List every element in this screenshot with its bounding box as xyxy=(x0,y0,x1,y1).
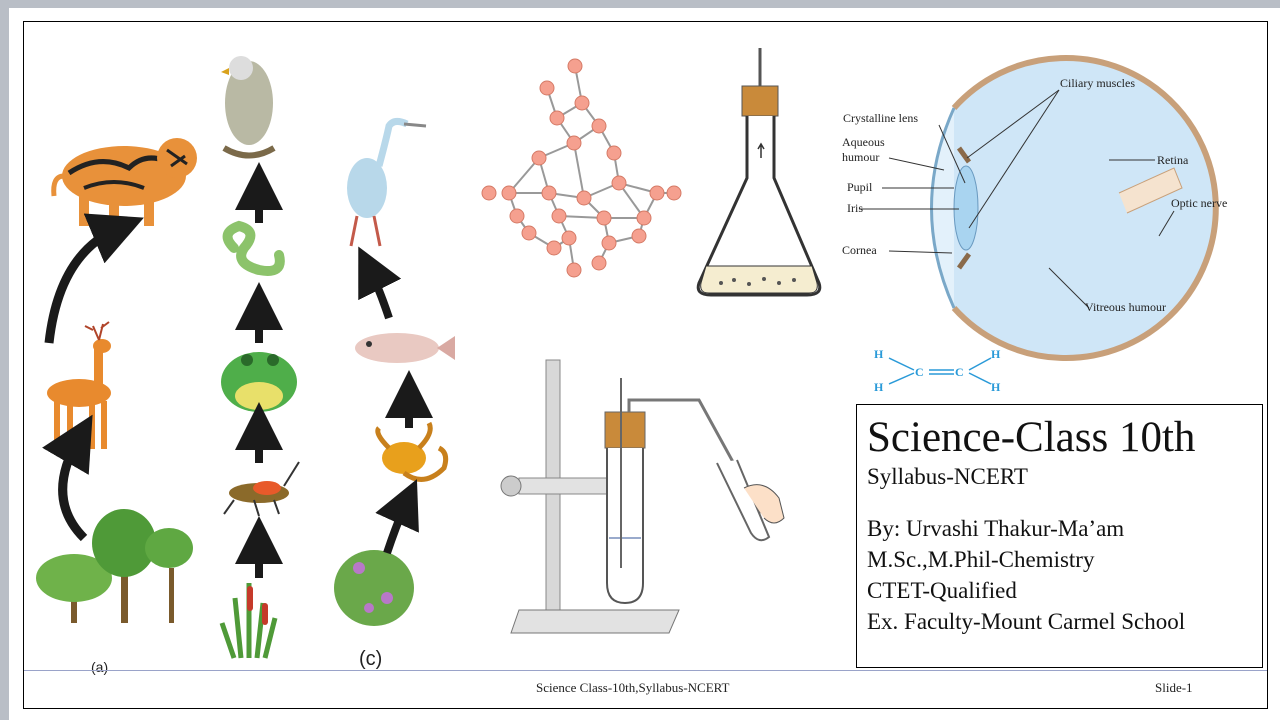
lattice-atom xyxy=(611,175,627,191)
human-eye-diagram: Ciliary muscles Crystalline lens Aqueous… xyxy=(842,55,1227,361)
snake-image xyxy=(222,220,285,276)
grass-image xyxy=(219,583,278,659)
lattice-atom xyxy=(601,235,617,251)
lattice-atom xyxy=(636,210,652,226)
label-retina: Retina xyxy=(1157,153,1189,167)
lattice-atom xyxy=(596,210,612,226)
slide-frame xyxy=(23,21,1268,709)
label-vitreous-humour: Vitreous humour xyxy=(1085,300,1166,314)
tiger-image xyxy=(51,138,197,226)
ethene-h2: H xyxy=(874,380,884,394)
lattice-atom xyxy=(531,150,547,166)
label-aqueous-humour-1: Aqueous xyxy=(842,135,885,149)
lattice-atom xyxy=(591,118,607,134)
instructor-name: By: Urvashi Thakur-Ma’am xyxy=(867,516,1125,541)
lattice-atom xyxy=(521,225,537,241)
fish-image xyxy=(355,333,455,363)
lattice-atom xyxy=(631,228,647,244)
lattice-atom xyxy=(541,185,557,201)
slide: (c) (a) xyxy=(9,8,1280,720)
label-crystalline-lens: Crystalline lens xyxy=(843,111,918,125)
food-chain-c-arrows xyxy=(358,246,433,555)
ethene-h4: H xyxy=(991,380,1001,394)
deer-image xyxy=(47,321,111,449)
heron-image xyxy=(347,117,427,247)
lattice-atom xyxy=(567,58,583,74)
lattice-atom xyxy=(546,240,562,256)
lattice-atom xyxy=(566,262,582,278)
lattice-atom xyxy=(666,185,682,201)
food-chain-a xyxy=(36,138,197,623)
lattice-bond xyxy=(508,157,540,194)
footer-divider xyxy=(24,670,1267,671)
lattice-atom xyxy=(591,255,607,271)
course-title: Science-Class 10th xyxy=(867,414,1196,461)
lattice-atom xyxy=(501,185,517,201)
food-chain-a-caption: (a) xyxy=(91,659,108,675)
ethene-h3: H xyxy=(991,347,1001,361)
lattice-atom xyxy=(606,145,622,161)
grasshopper-image xyxy=(223,461,300,517)
eagle-image xyxy=(221,56,276,159)
lattice-atom xyxy=(549,110,565,126)
ethene-h1: H xyxy=(874,347,884,361)
illustrations-canvas: (c) (a) xyxy=(36,48,1227,675)
course-syllabus: Syllabus-NCERT xyxy=(867,464,1028,489)
conical-flask-image xyxy=(696,48,822,297)
food-chain-c: (c) (a) xyxy=(91,117,455,675)
instructor-qualification: M.Sc.,M.Phil-Chemistry xyxy=(867,547,1095,572)
footer-title: Science Class-10th,Syllabus-NCERT xyxy=(536,680,730,695)
lattice-atom xyxy=(649,185,665,201)
course-info-box: Science-Class 10th Syllabus-NCERT By: Ur… xyxy=(856,404,1263,668)
lattice-atom xyxy=(539,80,555,96)
lattice-bond xyxy=(558,215,605,219)
label-aqueous-humour-2: humour xyxy=(842,150,879,164)
label-ciliary-muscles: Ciliary muscles xyxy=(1060,76,1135,90)
instructor-certification: CTET-Qualified xyxy=(867,578,1017,603)
lattice-atom xyxy=(509,208,525,224)
label-pupil: Pupil xyxy=(847,180,873,194)
scorpion-image xyxy=(375,421,449,482)
instructor-experience: Ex. Faculty-Mount Carmel School xyxy=(867,609,1186,634)
lattice-atom xyxy=(574,95,590,111)
label-iris: Iris xyxy=(847,201,863,215)
lattice-atom xyxy=(576,190,592,206)
lattice-atom xyxy=(566,135,582,151)
lattice-bond xyxy=(573,142,585,199)
lattice-atom xyxy=(481,185,497,201)
test-tube-apparatus-image xyxy=(500,359,785,634)
plant-image xyxy=(334,550,414,626)
frog-image xyxy=(221,352,297,412)
ethene-structure: H H C C H H xyxy=(874,347,1001,394)
lattice-atom xyxy=(551,208,567,224)
lattice-atom xyxy=(561,230,577,246)
slide-number: Slide-1 xyxy=(1155,680,1193,695)
food-chain-c-caption: (c) xyxy=(359,648,382,670)
trees-image xyxy=(36,509,193,623)
diamond-lattice-image xyxy=(481,58,682,278)
label-cornea: Cornea xyxy=(842,243,877,257)
food-chain-b xyxy=(219,56,300,659)
label-optic-nerve: Optic nerve xyxy=(1171,196,1227,210)
ethene-c1: C xyxy=(915,365,924,379)
ethene-c2: C xyxy=(955,365,964,379)
